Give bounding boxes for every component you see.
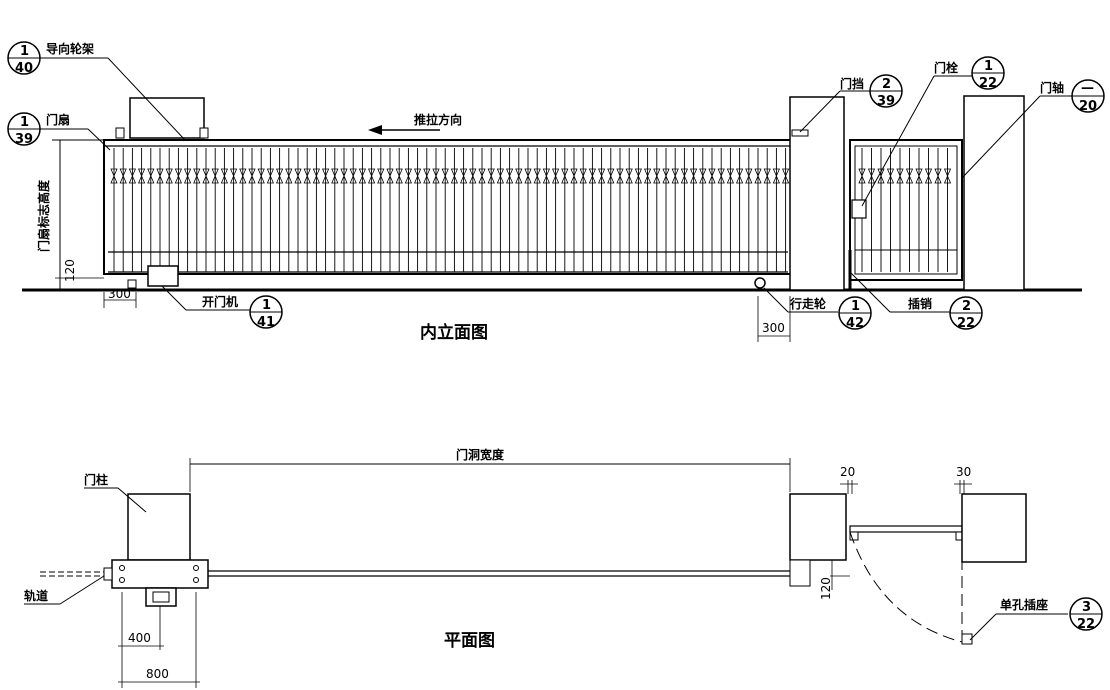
svg-text:3: 3 (1082, 600, 1091, 615)
dim-300-right: 300 (762, 321, 785, 335)
svg-text:行走轮: 行走轮 (789, 296, 827, 311)
svg-text:1: 1 (20, 115, 29, 130)
dim-20: 20 (840, 465, 855, 479)
svg-text:门扇: 门扇 (46, 112, 70, 127)
svg-text:22: 22 (979, 76, 997, 91)
svg-text:40: 40 (15, 61, 33, 76)
svg-text:门栓: 门栓 (934, 60, 958, 75)
swing-gate-leaf (848, 139, 963, 290)
dim-120-plan: 120 (819, 577, 833, 600)
svg-text:20: 20 (1079, 99, 1097, 114)
svg-text:1: 1 (20, 44, 29, 59)
plan-base-plate (111, 559, 209, 589)
opening-width-label: 门洞宽度 (456, 447, 505, 462)
sliding-gate-leaf (103, 139, 793, 275)
elevation-title: 内立面图 (420, 322, 488, 343)
plan-title: 平面图 (444, 631, 495, 651)
plan-swing-arc (849, 531, 963, 643)
svg-text:导向轮架: 导向轮架 (46, 41, 94, 56)
svg-text:1: 1 (984, 59, 993, 74)
callout-latch: 门栓 1 22 (861, 56, 1005, 207)
svg-text:22: 22 (957, 316, 975, 331)
callout-wheel: 行走轮 1 42 (763, 287, 872, 331)
svg-text:门轴: 门轴 (1040, 80, 1064, 95)
track-label: 轨道 (24, 588, 48, 603)
svg-text:41: 41 (257, 315, 275, 330)
svg-text:22: 22 (1077, 617, 1095, 632)
far-right-post (963, 95, 1025, 291)
plan-view: 门洞宽度 20 (24, 447, 1103, 688)
svg-text:2: 2 (962, 299, 971, 314)
svg-text:门挡: 门挡 (840, 76, 864, 91)
callout-pin: 插销 2 22 (849, 271, 983, 331)
callout-opener: 开门机 1 41 (161, 285, 283, 330)
callout-socket: 单孔插座 3 22 (969, 597, 1103, 641)
svg-text:39: 39 (15, 132, 33, 147)
dim-400: 400 (128, 631, 151, 645)
svg-text:开门机: 开门机 (202, 294, 238, 309)
svg-text:1: 1 (851, 299, 860, 314)
svg-text:39: 39 (877, 94, 895, 109)
callout-gate-axis: 门轴 — 20 (961, 79, 1105, 179)
svg-text:42: 42 (846, 316, 864, 331)
dim-300-left: 300 (108, 287, 131, 301)
gate-stop-post (789, 96, 845, 291)
plan-far-post (961, 493, 1027, 563)
plan-swing-leaf (849, 525, 963, 533)
plan-right-post (789, 493, 847, 561)
elevation-view: 推拉方向 门扇标志高度 120 300 300 1 40 导向轮架 (7, 41, 1105, 343)
gate-opener (147, 265, 179, 287)
svg-text:—: — (1081, 81, 1094, 96)
callout-gate-stop: 门挡 2 39 (799, 74, 903, 133)
callout-guide-frame: 1 40 导向轮架 (7, 41, 186, 141)
gate-height-label: 门扇标志高度 (36, 179, 51, 252)
dim-120-elev: 120 (63, 259, 77, 282)
travel-wheel (754, 277, 766, 289)
dim-30: 30 (956, 465, 971, 479)
svg-text:1: 1 (262, 298, 271, 313)
svg-text:2: 2 (882, 77, 891, 92)
svg-text:插销: 插销 (908, 296, 932, 311)
callout-gate-leaf: 1 39 门扇 (7, 112, 111, 151)
svg-text:单孔插座: 单孔插座 (1000, 597, 1048, 612)
post-label: 门柱 (84, 472, 108, 487)
dim-800: 800 (146, 667, 169, 681)
guide-wheel-frame (129, 97, 205, 139)
push-pull-direction: 推拉方向 (414, 112, 462, 127)
